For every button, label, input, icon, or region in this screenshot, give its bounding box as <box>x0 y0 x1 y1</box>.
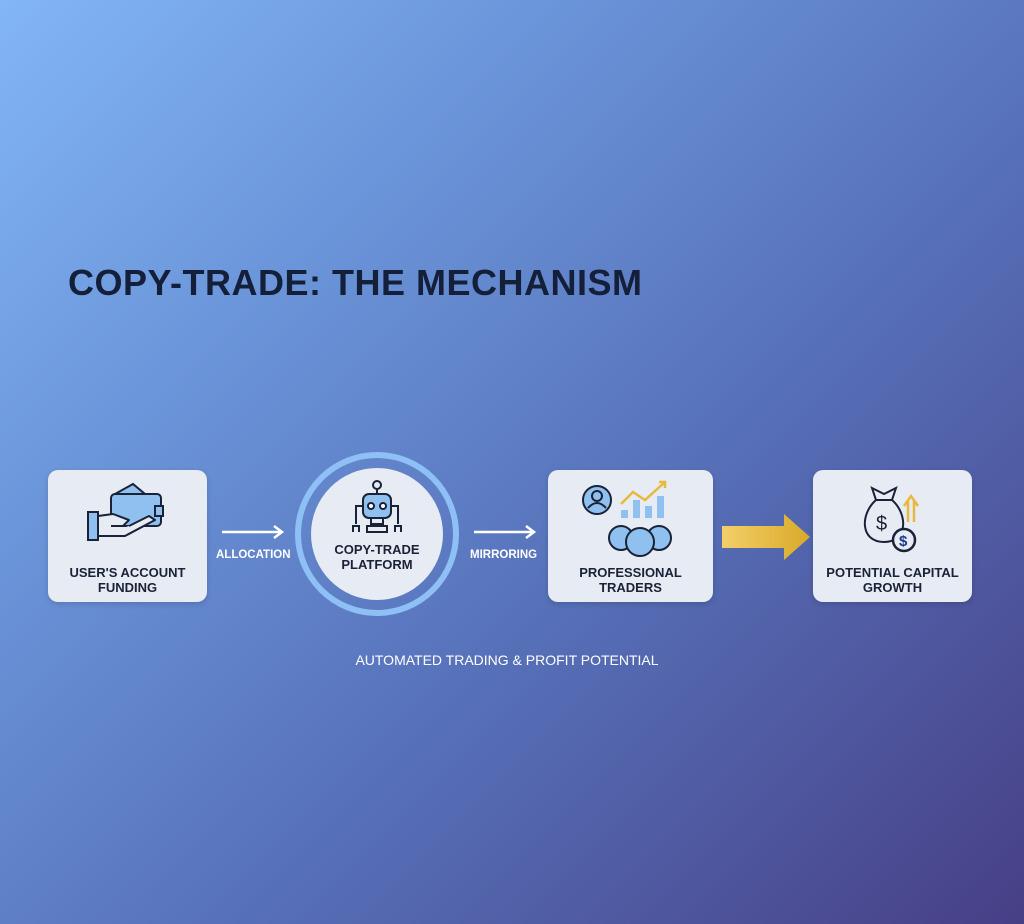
svg-text:$: $ <box>899 533 908 550</box>
robot-icon <box>352 480 402 533</box>
hand-wallet-icon <box>86 482 164 541</box>
gold-arrow-icon <box>722 514 810 560</box>
arrow-right-icon <box>474 525 537 539</box>
money-bag-icon: $ $ <box>863 486 919 553</box>
page-title: COPY-TRADE: THE MECHANISM <box>68 262 643 303</box>
traders-chart-icon <box>581 480 672 557</box>
connector-label-allocation: ALLOCATION <box>216 549 291 561</box>
connector-label-mirroring: MIRRORING <box>470 549 538 561</box>
diagram-caption: AUTOMATED TRADING & PROFIT POTENTIAL <box>355 652 659 668</box>
arrow-right-icon <box>222 525 285 539</box>
svg-text:$: $ <box>876 513 887 535</box>
platform-ring <box>295 452 459 616</box>
